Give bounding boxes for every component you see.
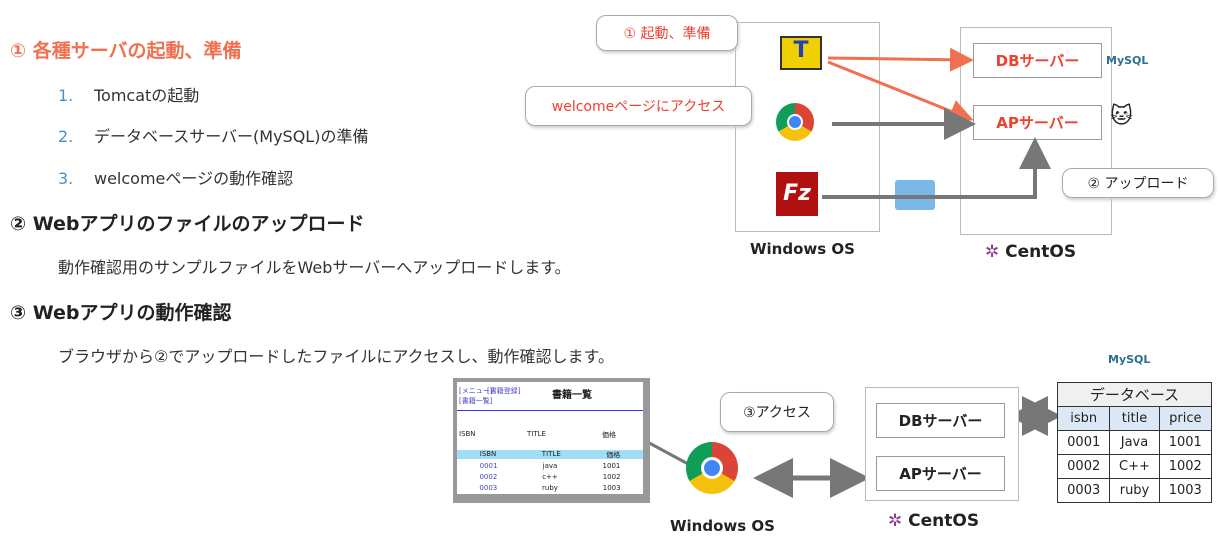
centos-logo: ✲ CentOS [888, 511, 980, 531]
mini-field: 価格 [602, 431, 616, 439]
step3-title: ③ Webアプリの動作確認 [10, 302, 232, 324]
step1-item: 3.welcomeページの動作確認 [58, 169, 294, 188]
mysql-logo: MySQL [1106, 54, 1149, 67]
step1-item: 2.データベースサーバー(MySQL)の準備 [58, 127, 369, 146]
windows-label: Windows OS [750, 240, 855, 258]
step1-title: ① 各種サーバの起動、準備 [10, 40, 242, 62]
centos-logo: ✲ CentOS [985, 242, 1077, 262]
table-title: データベース [1057, 382, 1212, 407]
mini-title: 書籍一覧 [552, 390, 592, 401]
chrome-icon [686, 442, 738, 494]
callout-welcome: welcomeページにアクセス [525, 86, 752, 126]
step1-item: 1.Tomcatの起動 [58, 86, 200, 105]
mini-link[interactable]: [書籍登録] [487, 387, 521, 395]
browser-screenshot: [メニュー] [書籍登録] [書籍一覧] 書籍一覧 ISBN TITLE 価格 … [453, 378, 650, 503]
db-server: DBサーバー [876, 403, 1005, 438]
mini-field: TITLE [527, 430, 546, 438]
mini-link[interactable]: [書籍一覧] [459, 397, 493, 405]
filezilla-icon: Fz [776, 172, 818, 216]
step2-title: ② Webアプリのファイルのアップロード [10, 213, 365, 235]
mini-link[interactable]: [メニュー] [459, 387, 493, 395]
callout-upload: ② アップロード [1062, 168, 1214, 198]
chrome-icon [776, 103, 814, 141]
mysql-logo: MySQL [1108, 353, 1151, 366]
tomcat-icon: 🐱 [1110, 104, 1133, 129]
step2-desc: 動作確認用のサンプルファイルをWebサーバーへアップロードします。 [58, 258, 571, 277]
windows-label: Windows OS [670, 517, 775, 535]
teraterm-icon: T [780, 36, 822, 70]
callout-access: ③アクセス [720, 392, 834, 432]
db-server: DBサーバー [973, 43, 1102, 78]
ap-server: APサーバー [973, 105, 1102, 140]
ap-server: APサーバー [876, 456, 1005, 491]
callout-start: ① 起動、準備 [596, 15, 738, 51]
step3-desc: ブラウザから②でアップロードしたファイルにアクセスし、動作確認します。 [58, 347, 614, 366]
mini-field: ISBN [459, 430, 476, 438]
